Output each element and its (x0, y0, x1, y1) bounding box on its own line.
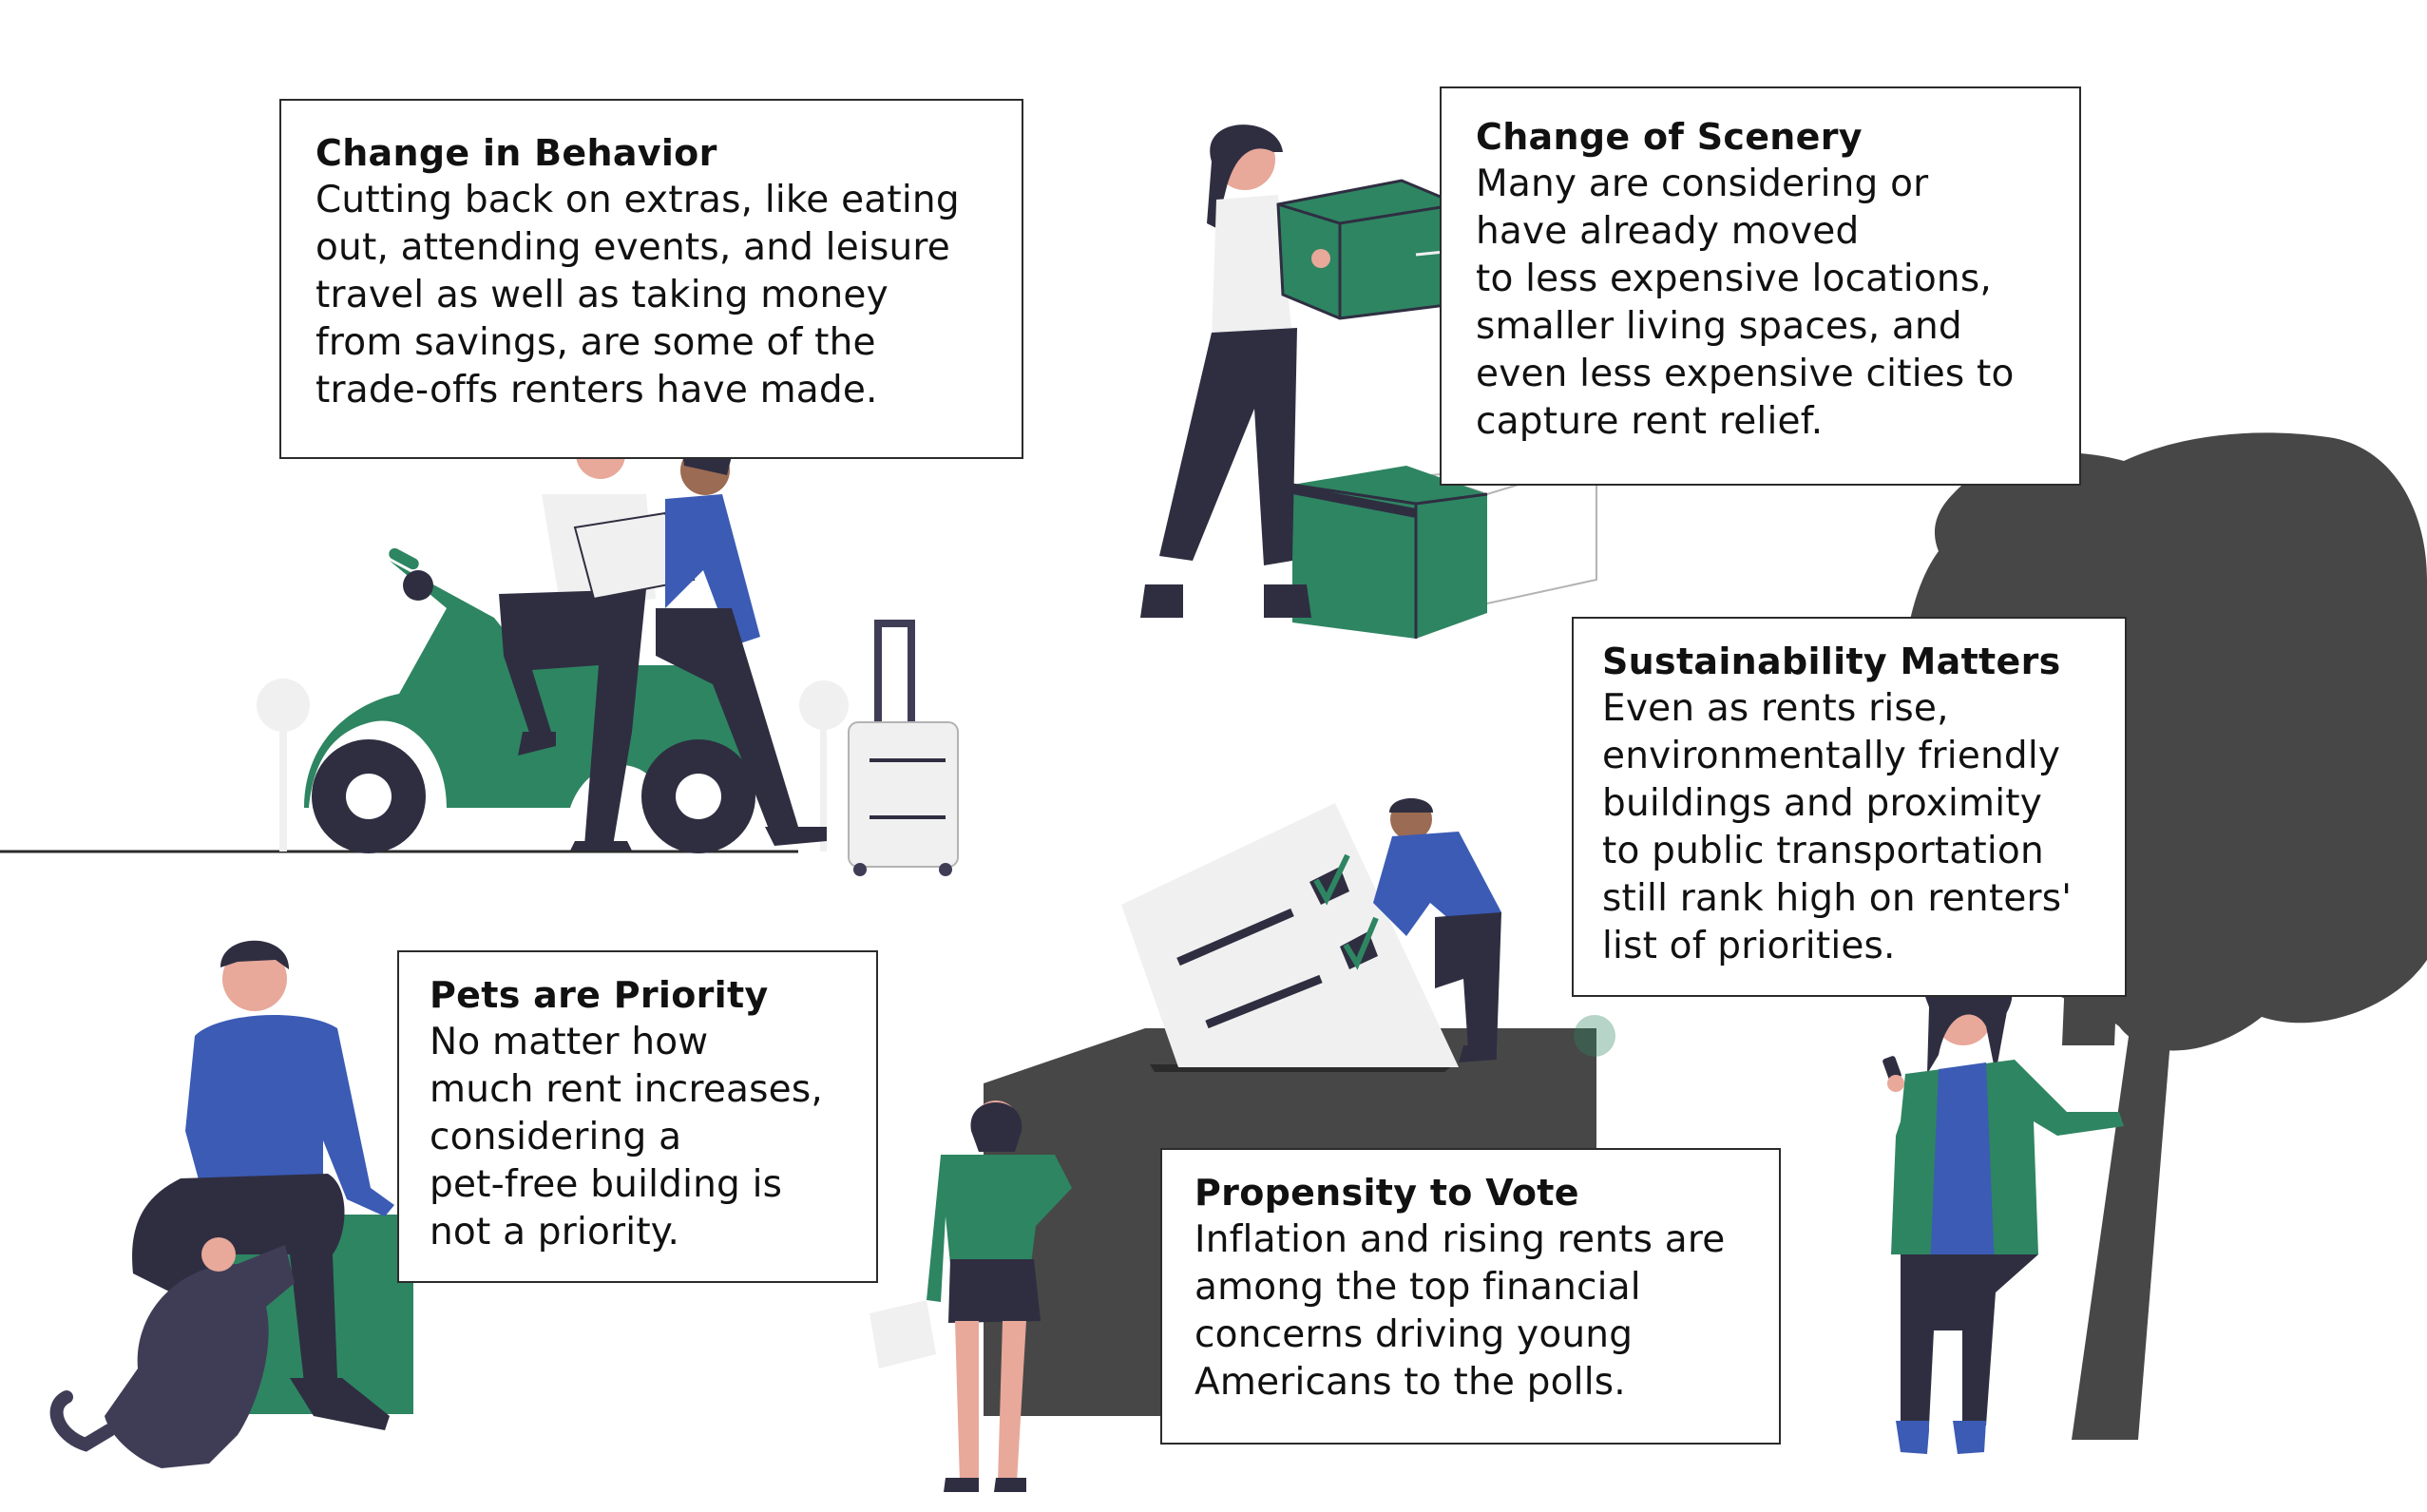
card-body: No matter how much rent increases, consi… (430, 1021, 823, 1254)
card-title: Pets are Priority (430, 974, 769, 1016)
card-title: Change in Behavior (315, 132, 717, 174)
card-body: Inflation and rising rents are among the… (1194, 1218, 1726, 1404)
card-title: Sustainability Matters (1602, 641, 2061, 682)
card-title: Propensity to Vote (1194, 1172, 1579, 1214)
sustainability-matters-card: Sustainability Matters Even as rents ris… (1572, 617, 2127, 997)
card-body: Many are considering or have already mov… (1476, 163, 2015, 443)
change-in-behavior-card: Change in Behavior Cutting back on extra… (279, 99, 1023, 459)
card-body: Cutting back on extras, like eating out,… (315, 179, 960, 411)
propensity-to-vote-card: Propensity to Vote Inflation and rising … (1160, 1148, 1781, 1445)
scooter-couple-illustration (257, 414, 959, 876)
pet-owner-illustration (49, 940, 413, 1468)
card-body: Even as rents rise, environmentally frie… (1602, 687, 2073, 967)
moving-boxes-illustration (1140, 124, 1597, 639)
change-of-scenery-card: Change of Scenery Many are considering o… (1440, 86, 2081, 486)
card-title: Change of Scenery (1476, 116, 1863, 158)
pets-are-priority-card: Pets are Priority No matter how much ren… (397, 950, 878, 1283)
